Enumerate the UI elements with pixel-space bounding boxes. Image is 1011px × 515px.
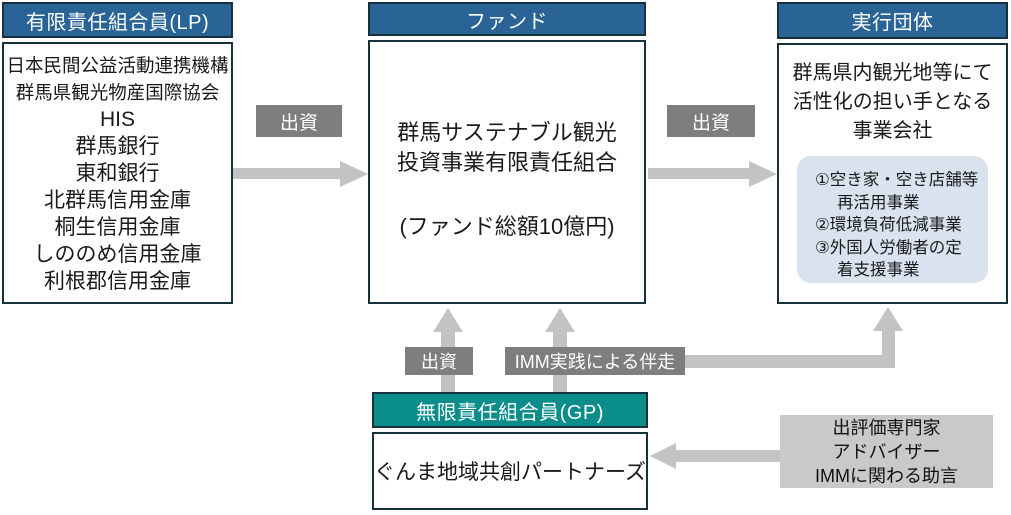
executor-description-line: 群馬県内観光地等にて (792, 62, 993, 84)
gp-to-fund-arrow-2-head (545, 308, 575, 332)
lp-to-fund-arrow-head (340, 160, 368, 187)
lp-box: 有限責任組合員(LP) 日本民間公益活動連携機構 群馬県観光物産国際協会 HIS… (2, 2, 233, 308)
fund-box: ファンド 群馬サステナブル観光 投資事業有限責任組合 (ファンド総額10億円) (368, 2, 646, 308)
gp-box-body: ぐんま地域共創パートナーズ (372, 432, 648, 510)
executor-box-header: 実行団体 (777, 2, 1008, 39)
fund-box-body: 群馬サステナブル観光 投資事業有限責任組合 (ファンド総額10億円) (368, 40, 646, 304)
lp-member: 群馬銀行 (75, 134, 160, 158)
fund-box-header: ファンド (368, 2, 646, 36)
advisor-to-gp-arrow-head (650, 443, 676, 469)
lp-member: 群馬県観光物産国際協会 (15, 81, 220, 103)
executor-box-body: 群馬県内観光地等にて 活性化の担い手となる 事業会社 ①空き家・空き店舗等 再活… (777, 43, 1008, 304)
lp-member: しののめ信用金庫 (33, 242, 202, 266)
advisor-line: IMMに関わる助言 (815, 465, 958, 486)
business-item-continuation: 着支援事業 (837, 261, 920, 279)
business-item: ①空き家・空き店舗等 (815, 171, 979, 189)
business-item: ③外国人労働者の定 (815, 238, 962, 257)
business-item-continuation: 再活用事業 (837, 193, 920, 212)
advisor-line: アドバイザー (832, 441, 941, 462)
lp-member: 利根郡信用金庫 (44, 269, 191, 293)
gp-to-fund-arrow-1-head (433, 308, 463, 332)
gp-box-header: 無限責任組合員(GP) (372, 392, 648, 428)
executor-box: 実行団体 群馬県内観光地等にて 活性化の担い手となる 事業会社 ①空き家・空き店… (777, 2, 1008, 308)
lp-member: 東和銀行 (75, 161, 160, 185)
fund-name-line1: 群馬サステナブル観光 (397, 120, 617, 145)
advisor-line: 出評価専門家 (832, 417, 941, 438)
lp-member: 桐生信用金庫 (54, 215, 181, 239)
lp-member: 北群馬信用金庫 (44, 188, 191, 212)
executor-description-line: 事業会社 (852, 120, 933, 142)
fund-name-line2: 投資事業有限責任組合 (396, 150, 617, 175)
executor-description-line: 活性化の担い手となる (792, 91, 993, 113)
business-item: ②環境負荷低減事業 (815, 216, 962, 234)
imm-to-executor-arrow-head (873, 307, 903, 331)
imm-to-executor-arrow-hshaft (685, 355, 895, 368)
lp-to-fund-arrow-shaft (233, 168, 342, 179)
advisor-to-gp-arrow-shaft (674, 450, 780, 462)
label-imm: IMM実践による伴走 (505, 347, 685, 375)
label-lp-to-fund: 出資 (256, 105, 342, 137)
gp-name: ぐんま地域共創パートナーズ (374, 461, 646, 484)
lp-box-body: 日本民間公益活動連携機構 群馬県観光物産国際協会 HIS 群馬銀行 東和銀行 北… (2, 42, 233, 304)
fund-total: (ファンド総額10億円) (399, 214, 615, 239)
lp-box-header: 有限責任組合員(LP) (2, 2, 233, 38)
fund-to-executor-arrow-shaft (648, 168, 751, 179)
label-gp-to-fund: 出資 (405, 347, 473, 375)
imm-to-executor-arrow-vshaft (882, 330, 895, 360)
lp-member: HIS (99, 107, 135, 131)
label-fund-to-executor: 出資 (667, 105, 755, 137)
gp-box: 無限責任組合員(GP) ぐんま地域共創パートナーズ (372, 392, 648, 512)
business-list-panel: ①空き家・空き店舗等 再活用事業 ②環境負荷低減事業 ③外国人労働者の定 着支援… (797, 156, 988, 283)
advisor-box: 出評価専門家 アドバイザー IMMに関わる助言 (780, 415, 993, 488)
fund-to-executor-arrow-head (749, 160, 777, 187)
lp-member: 日本民間公益活動連携機構 (6, 54, 229, 76)
